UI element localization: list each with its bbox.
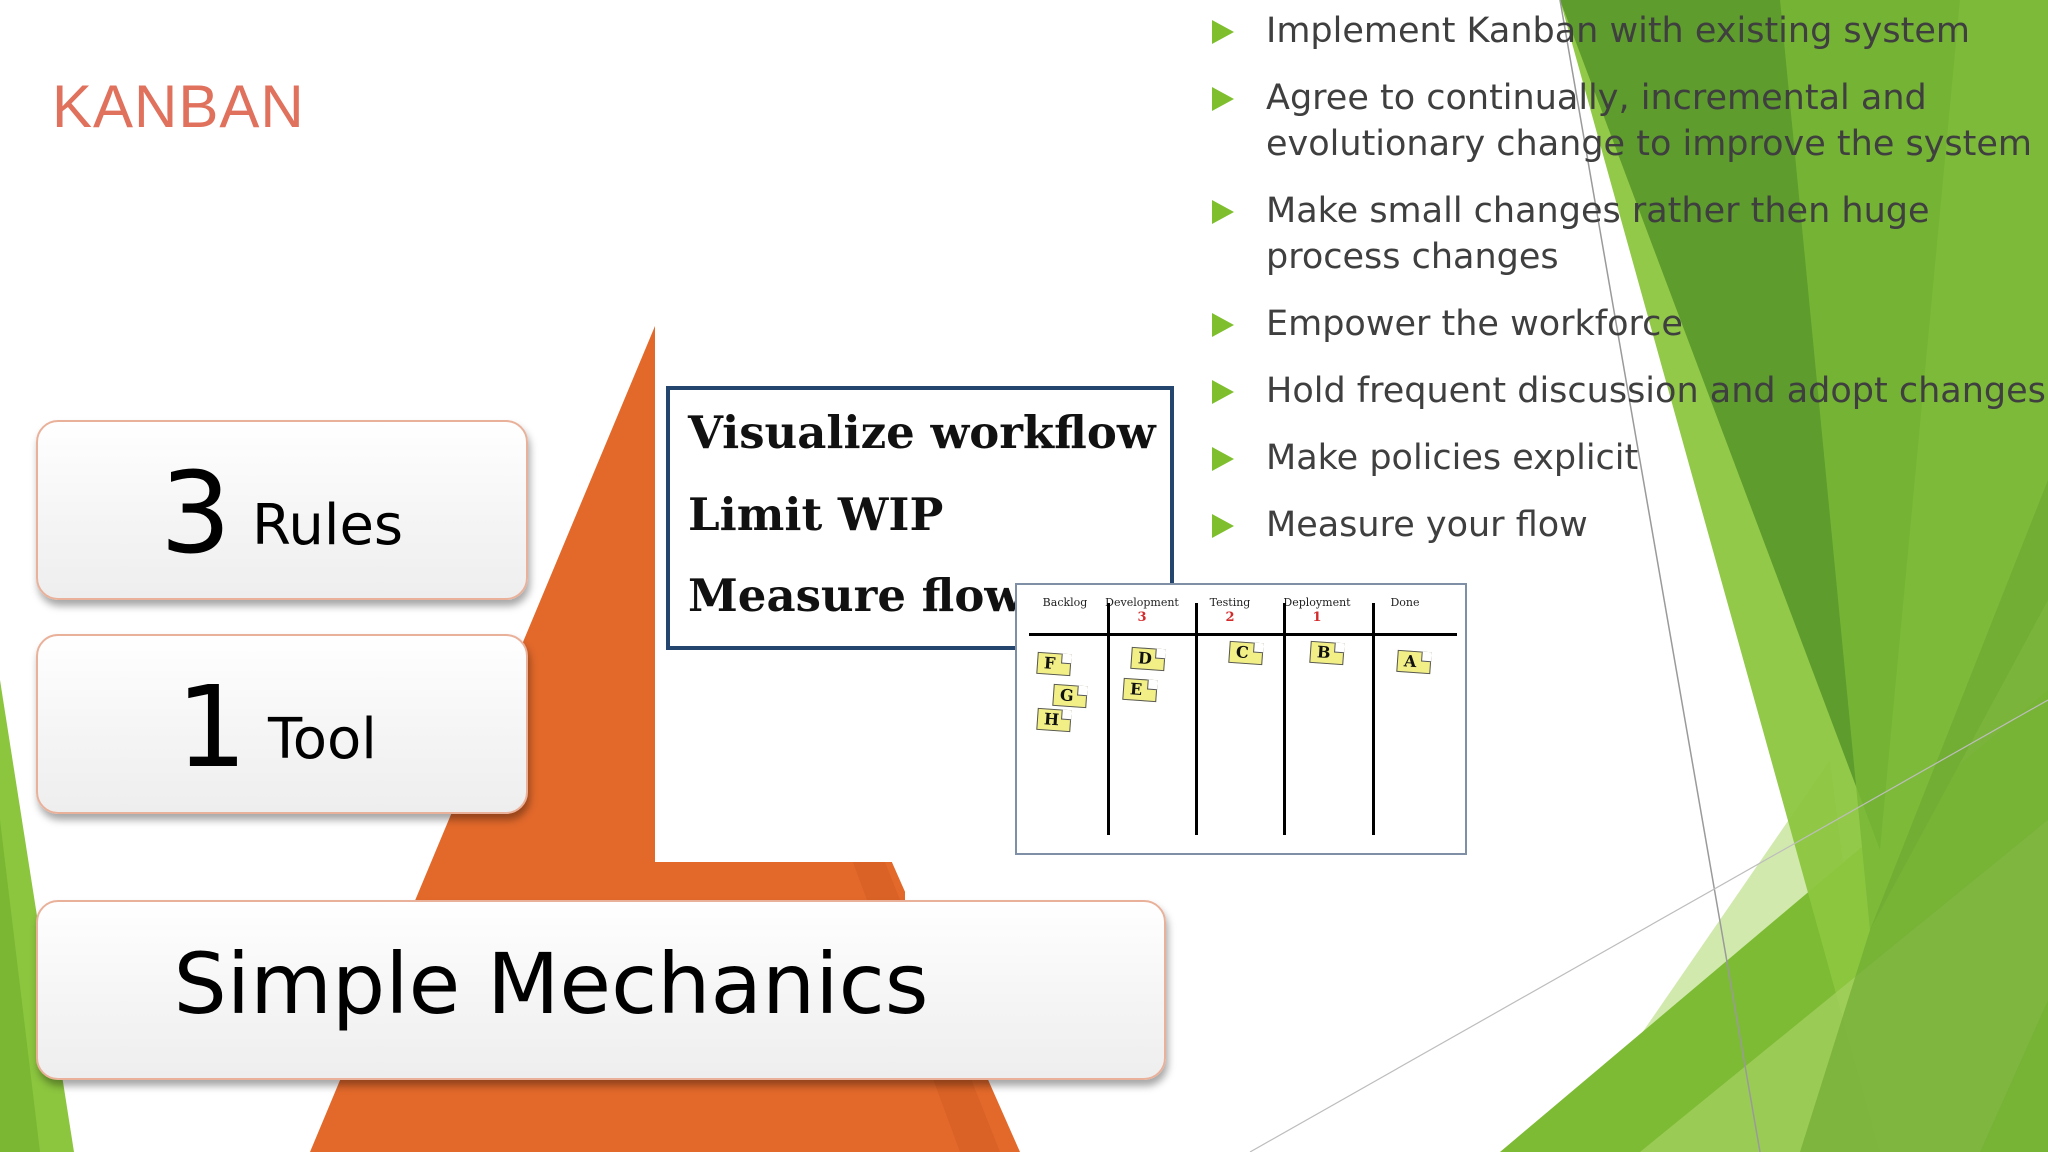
- sticky-card: G: [1052, 683, 1088, 709]
- simple-mechanics-box: Simple Mechanics: [36, 900, 1166, 1080]
- board-column-deployment: Deployment: [1283, 596, 1351, 609]
- rule-visualize-workflow: Visualize workflow: [688, 406, 1156, 459]
- board-wip-limit: 2: [1225, 610, 1235, 625]
- bullet-text: Make small changes rather then huge proc…: [1266, 191, 1930, 277]
- triangle-bullet-icon: [1212, 313, 1234, 337]
- bullet-item: Implement Kanban with existing system: [1208, 8, 2048, 54]
- simple-mechanics-label: Simple Mechanics: [173, 935, 929, 1033]
- board-column-done: Done: [1390, 596, 1420, 609]
- rule-measure-flow: Measure flow: [688, 569, 1024, 622]
- board-wip-limit: 1: [1312, 610, 1322, 625]
- tool-label: Tool: [268, 707, 377, 772]
- triangle-bullet-icon: [1212, 380, 1234, 404]
- rule-limit-wip: Limit WIP: [688, 488, 944, 541]
- bullet-list: Implement Kanban with existing system Ag…: [1208, 8, 2048, 569]
- rules-count: 3: [160, 449, 232, 579]
- sticky-card: E: [1122, 677, 1158, 703]
- sticky-card: H: [1036, 707, 1072, 733]
- sticky-card: C: [1228, 640, 1264, 666]
- sticky-card: A: [1396, 649, 1432, 675]
- board-column-divider: [1372, 603, 1375, 835]
- board-column-divider: [1107, 603, 1110, 835]
- bullet-item: Empower the workforce: [1208, 301, 2048, 347]
- rules-label: Rules: [252, 493, 404, 558]
- triangle-bullet-icon: [1212, 200, 1234, 224]
- bullet-text: Empower the workforce: [1266, 304, 1683, 344]
- bullet-text: Agree to continually, incremental and ev…: [1266, 78, 2033, 164]
- tool-count: 1: [176, 663, 248, 793]
- triangle-bullet-icon: [1212, 447, 1234, 471]
- bullet-text: Measure your flow: [1266, 505, 1588, 545]
- triangle-bullet-icon: [1212, 20, 1234, 44]
- sticky-card: F: [1036, 651, 1072, 677]
- slide-title: KANBAN: [52, 73, 305, 140]
- board-column-divider: [1283, 603, 1286, 835]
- board-column-divider: [1195, 603, 1198, 835]
- bullet-text: Hold frequent discussion and adopt chang…: [1266, 371, 2046, 411]
- bullet-text: Make policies explicit: [1266, 438, 1639, 478]
- bullet-item: Make policies explicit: [1208, 435, 2048, 481]
- board-column-development: Development: [1105, 596, 1179, 609]
- bullet-item: Hold frequent discussion and adopt chang…: [1208, 368, 2048, 414]
- tool-box: 1 Tool: [36, 634, 528, 814]
- bullet-item: Make small changes rather then huge proc…: [1208, 188, 2048, 280]
- sticky-card: B: [1309, 640, 1345, 666]
- triangle-bullet-icon: [1212, 87, 1234, 111]
- bullet-text: Implement Kanban with existing system: [1266, 11, 1970, 51]
- sticky-card: D: [1130, 646, 1166, 672]
- board-header-line: [1029, 633, 1457, 636]
- triangle-bullet-icon: [1212, 514, 1234, 538]
- rules-box: 3 Rules: [36, 420, 528, 600]
- board-wip-limit: 3: [1137, 610, 1147, 625]
- bullet-item: Agree to continually, incremental and ev…: [1208, 75, 2048, 167]
- board-column-testing: Testing: [1209, 596, 1251, 609]
- board-column-backlog: Backlog: [1042, 596, 1088, 609]
- kanban-board-image: Backlog Development 3 Testing 2 Deployme…: [1015, 583, 1467, 855]
- bullet-item: Measure your flow: [1208, 502, 2048, 548]
